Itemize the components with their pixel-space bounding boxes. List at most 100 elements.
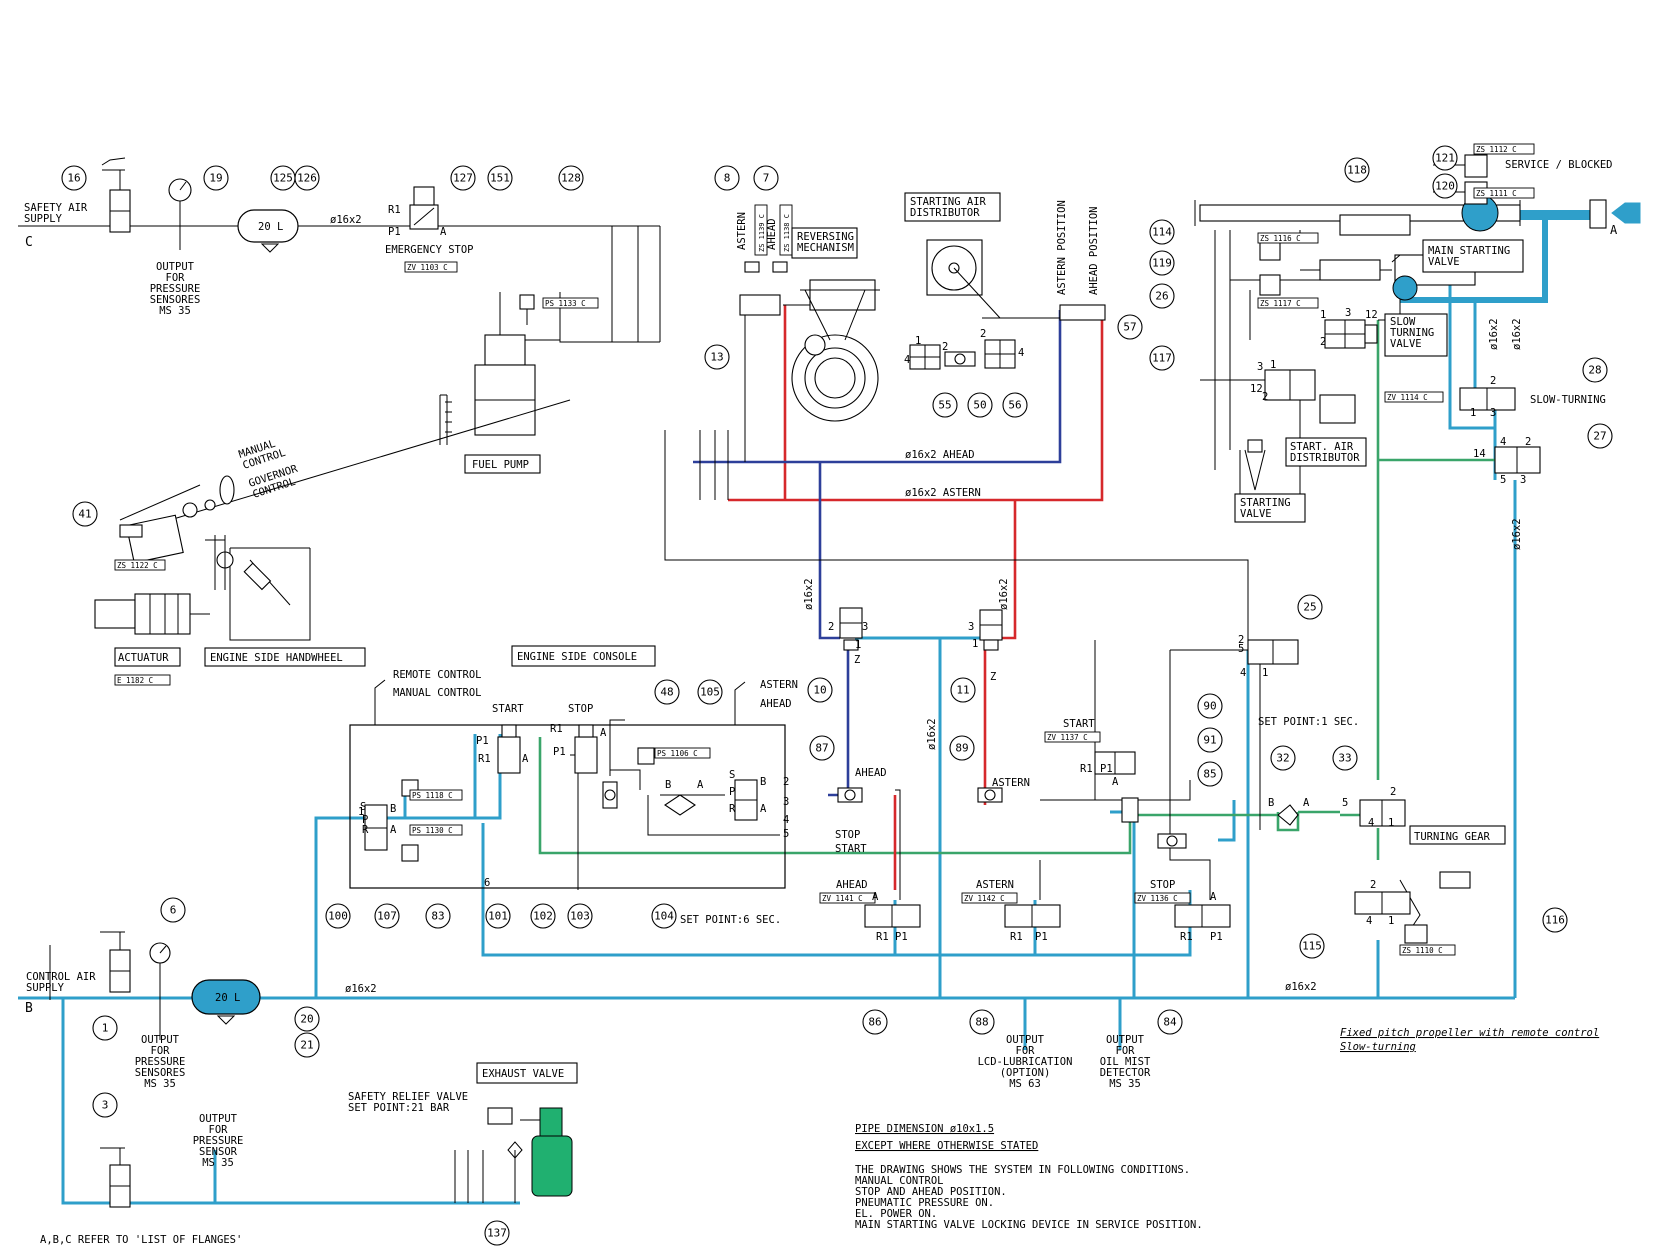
- svg-text:OIL MIST: OIL MIST: [1100, 1056, 1151, 1068]
- svg-text:2: 2: [1370, 879, 1376, 891]
- pipe-top-label: ø16x2: [330, 214, 362, 226]
- svg-text:OUTPUT: OUTPUT: [199, 1113, 238, 1125]
- svg-text:120: 120: [1435, 180, 1455, 193]
- svg-text:3: 3: [102, 1099, 109, 1112]
- service-blocked-label: SERVICE / BLOCKED: [1505, 159, 1612, 171]
- balloon-128: 128: [558, 165, 584, 191]
- tag-zv1136: ZV 1136 C: [1137, 894, 1178, 903]
- signal-lines: [18, 225, 1401, 1203]
- stop-solenoid-valve-84[interactable]: [1174, 904, 1231, 928]
- remote-control-label: REMOTE CONTROL: [393, 669, 482, 681]
- air-tank-top: [237, 209, 299, 253]
- valve-10[interactable]: [839, 607, 863, 651]
- valve-55[interactable]: [909, 344, 941, 370]
- turning-gear-valve-115[interactable]: [1354, 891, 1411, 915]
- svg-text:2: 2: [942, 341, 948, 353]
- ahead-shuttle-label: AHEAD: [855, 767, 887, 779]
- text-labels: SAFETY AIR SUPPLY C OUTPUT FOR PRESSURE …: [24, 145, 1618, 1246]
- a-label: A: [440, 226, 447, 238]
- start-air-distributor-valve-117[interactable]: [1264, 369, 1356, 424]
- svg-text:S: S: [360, 801, 366, 813]
- shuttle-valve-50[interactable]: [944, 351, 976, 367]
- astern-solenoid-valve-88[interactable]: [1004, 904, 1061, 928]
- svg-text:CONTROL AIR: CONTROL AIR: [26, 971, 96, 983]
- control-air-switch-1[interactable]: [100, 931, 131, 993]
- svg-text:OUTPUT: OUTPUT: [156, 261, 195, 273]
- svg-text:P: P: [362, 814, 368, 826]
- balloon-6: 6: [160, 897, 186, 923]
- pressure-switch-3[interactable]: [100, 1147, 131, 1208]
- tag-ps1130: PS 1130 C: [412, 826, 453, 835]
- balloon-102: 102: [530, 903, 556, 929]
- balloon-41: 41: [72, 501, 98, 527]
- control-selector-valve-100[interactable]: [364, 804, 388, 851]
- svg-text:91: 91: [1203, 734, 1216, 747]
- ahead-valve-label: AHEAD: [836, 879, 868, 891]
- stop-button-valve-102[interactable]: [574, 724, 598, 774]
- shuttle-valve-85[interactable]: [1157, 833, 1187, 849]
- svg-text:PNEUMATIC PRESSURE ON.: PNEUMATIC PRESSURE ON.: [855, 1197, 994, 1209]
- svg-text:114: 114: [1152, 226, 1172, 239]
- flange-a-label: A: [1610, 223, 1618, 237]
- svg-text:A: A: [1112, 776, 1119, 788]
- main-starting-valve: [1194, 154, 1641, 301]
- balloon-21: 21: [294, 1032, 320, 1058]
- svg-text:VALVE: VALVE: [1428, 256, 1460, 268]
- svg-text:MS 35: MS 35: [1109, 1078, 1141, 1090]
- balloon-13: 13: [704, 344, 730, 370]
- shuttle-valve-103[interactable]: [602, 781, 618, 809]
- svg-text:S: S: [729, 769, 735, 781]
- air-tank-bottom: [191, 979, 261, 1025]
- engine-side-handwheel[interactable]: [205, 535, 311, 641]
- engine-side-console: [349, 724, 786, 889]
- svg-text:48: 48: [660, 686, 673, 699]
- shuttle-valve-89[interactable]: [977, 787, 1003, 803]
- shuttle-valve-87[interactable]: [837, 787, 863, 803]
- ahead-solenoid-valve-86[interactable]: [864, 904, 921, 928]
- valve-11[interactable]: [979, 609, 1003, 651]
- emergency-stop-valve[interactable]: [409, 186, 439, 230]
- svg-text:Z: Z: [854, 654, 860, 666]
- valve-56[interactable]: [984, 339, 1016, 369]
- balloon-27: 27: [1587, 423, 1613, 449]
- time-delay-valve-104[interactable]: [664, 794, 696, 816]
- tank-bottom-label: 20 L: [215, 992, 240, 1004]
- balloon-32: 32: [1270, 745, 1296, 771]
- svg-text:27: 27: [1593, 430, 1606, 443]
- slow-turning-valve-26[interactable]: [1324, 319, 1378, 349]
- start-button-valve-101[interactable]: [497, 724, 521, 774]
- svg-text:SUPPLY: SUPPLY: [26, 982, 65, 994]
- svg-text:MS 35: MS 35: [144, 1078, 176, 1090]
- svg-text:3: 3: [1490, 407, 1496, 419]
- valve-27[interactable]: [1494, 446, 1541, 474]
- svg-text:SENSORES: SENSORES: [150, 294, 201, 306]
- svg-text:115: 115: [1302, 940, 1322, 953]
- svg-text:119: 119: [1152, 257, 1172, 270]
- title-line-2: Slow-turning: [1340, 1041, 1416, 1053]
- svg-text:41: 41: [78, 508, 91, 521]
- svg-text:B: B: [390, 803, 396, 815]
- svg-text:2: 2: [1238, 634, 1244, 646]
- svg-text:32: 32: [1276, 752, 1289, 765]
- time-delay-valve-32[interactable]: [1277, 804, 1299, 826]
- balloon-90: 90: [1197, 693, 1223, 719]
- valve-33[interactable]: [1359, 799, 1406, 827]
- svg-text:14: 14: [1473, 448, 1486, 460]
- balloon-107: 107: [374, 903, 400, 929]
- start-solenoid-valve-90[interactable]: [1094, 751, 1136, 775]
- svg-text:MAIN STARTING: MAIN STARTING: [1428, 245, 1510, 257]
- engine-side-handwheel-label: ENGINE SIDE HANDWHEEL: [210, 652, 343, 664]
- slow-turning-lock-118[interactable]: [1259, 239, 1401, 296]
- svg-text:151: 151: [490, 172, 510, 185]
- shuttle-valve-91[interactable]: [1121, 797, 1139, 823]
- svg-text:PRESSURE: PRESSURE: [193, 1135, 244, 1147]
- valve-25[interactable]: [1247, 639, 1299, 665]
- svg-text:28: 28: [1588, 364, 1601, 377]
- balloon-91: 91: [1197, 727, 1223, 753]
- ahead-astern-selector-105[interactable]: [734, 779, 758, 821]
- slow-turning-solenoid-28[interactable]: [1459, 387, 1516, 411]
- svg-text:3: 3: [968, 621, 974, 633]
- svg-text:2: 2: [1525, 436, 1531, 448]
- slow-turning-label: SLOW-TURNING: [1530, 394, 1606, 406]
- safety-air-switch[interactable]: [101, 157, 131, 233]
